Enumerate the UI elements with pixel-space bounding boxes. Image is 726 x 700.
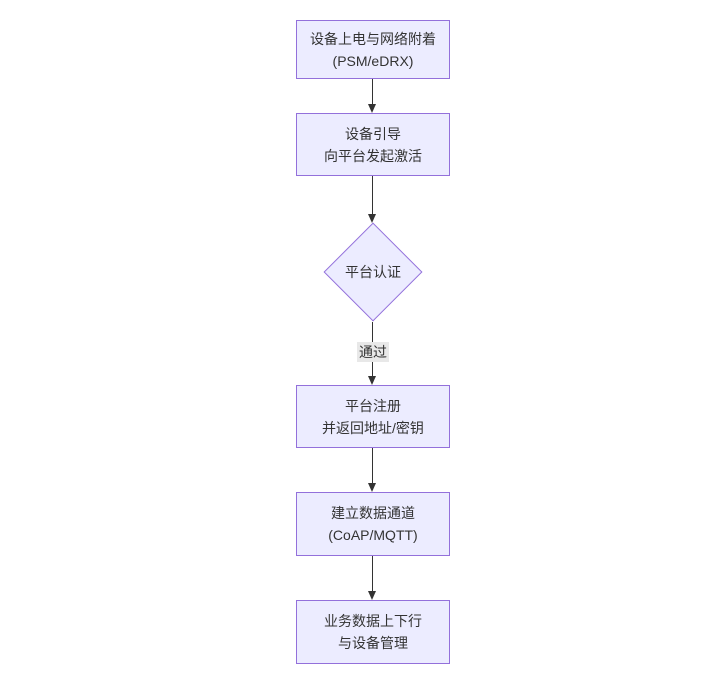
node-label-line1: 平台注册	[345, 397, 401, 414]
node-label-line1: 建立数据通道	[331, 505, 415, 521]
flow-node-channel: 建立数据通道 (CoAP/MQTT)	[296, 492, 450, 556]
flow-node-business: 业务数据上下行 与设备管理	[296, 600, 450, 664]
node-label-line2: (PSM/eDRX)	[332, 52, 414, 69]
arrowhead-down-icon	[368, 376, 376, 385]
flow-node-power-attach: 设备上电与网络附着 (PSM/eDRX)	[296, 20, 450, 79]
node-label-auth: 平台认证	[345, 264, 401, 280]
arrowhead-down-icon	[368, 591, 376, 600]
node-label-line1: 业务数据上下行	[324, 613, 422, 629]
node-label-line2: 并返回地址/密钥	[322, 419, 424, 436]
edge-line-5	[372, 556, 373, 592]
node-label-line1: 设备上电与网络附着	[310, 30, 436, 47]
node-label-line2: 与设备管理	[338, 635, 408, 651]
node-label-line1: 设备引导	[345, 125, 401, 142]
flow-node-register: 平台注册 并返回地址/密钥	[296, 385, 450, 448]
edge-label-pass: 通过	[357, 342, 389, 362]
edge-line-4	[372, 448, 373, 484]
arrowhead-down-icon	[368, 104, 376, 113]
node-label-line2: 向平台发起激活	[324, 147, 422, 164]
edge-line-1	[372, 79, 373, 105]
flow-node-bootstrap: 设备引导 向平台发起激活	[296, 113, 450, 176]
node-label-line2: (CoAP/MQTT)	[328, 527, 418, 543]
arrowhead-down-icon	[368, 483, 376, 492]
arrowhead-down-icon	[368, 214, 376, 223]
edge-line-2	[372, 176, 373, 215]
